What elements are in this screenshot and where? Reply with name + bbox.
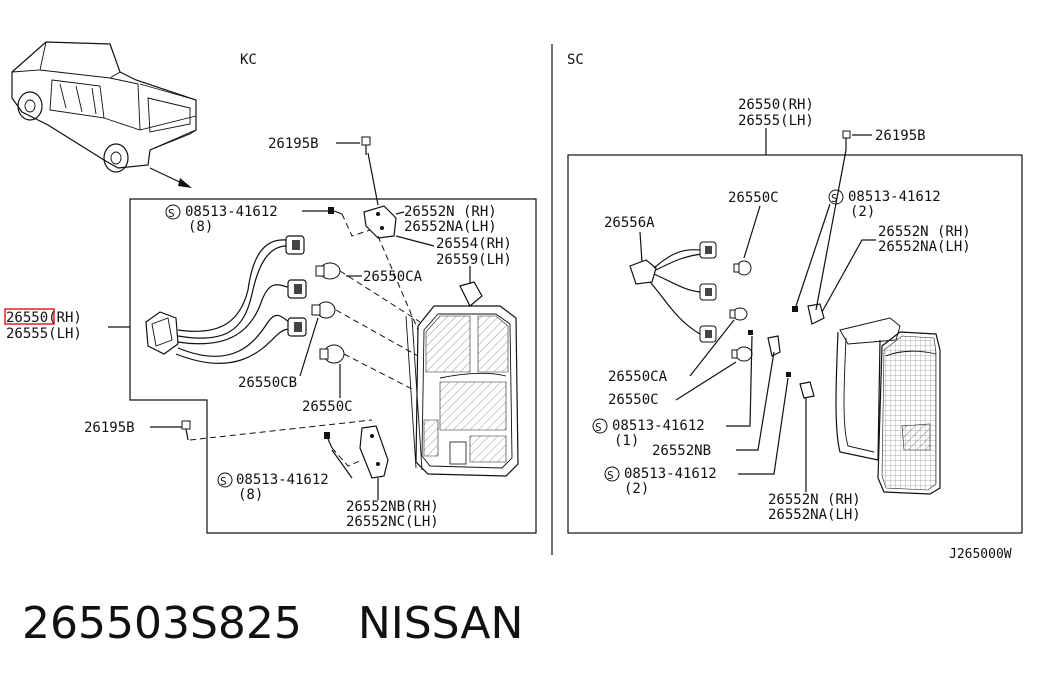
part-number: 265503S825 <box>22 598 302 649</box>
sc-bolt-low-label: 08513-41612 <box>624 466 717 482</box>
svg-text:S: S <box>168 207 175 220</box>
bulb-icon <box>311 301 336 319</box>
bulb-icon <box>733 260 752 276</box>
kc-bracket-bottom-lh: 26552NC(LH) <box>346 514 439 530</box>
screw-icon <box>842 130 851 150</box>
sc-bulb-c-label: 26550C <box>608 392 659 408</box>
bolt-icon <box>748 330 753 335</box>
section-label-sc: SC <box>567 52 584 68</box>
sc-bolt-mid-label: 08513-41612 <box>612 418 705 434</box>
socket-icon <box>287 317 307 337</box>
kc-harness <box>145 239 297 364</box>
kc-assembly-label: 26550(RH) 26555(LH) <box>4 308 130 342</box>
socket-icon <box>285 235 305 255</box>
sc-bracket-nb <box>767 335 781 357</box>
kc-bracket-top-rh: 26552N (RH) <box>404 204 497 220</box>
bulb-icon <box>319 344 345 364</box>
sc-tail-lamp <box>835 317 941 495</box>
kc-bolt-top-qty: (8) <box>188 219 213 235</box>
kc-tail-lamp <box>405 281 519 477</box>
bulb-icon <box>315 262 341 280</box>
bolt-icon <box>792 306 798 312</box>
kc-lens-lh: 26559(LH) <box>436 252 512 268</box>
sc-frame <box>567 154 1023 534</box>
sc-bracket-lh: 26552NA(LH) <box>878 239 971 255</box>
sc-bulb-c-top-label: 26550C <box>728 190 779 206</box>
bolt-icon <box>324 432 333 449</box>
sc-bolt-low-callout: S 08513-41612 (2) <box>604 377 789 497</box>
bolt-icon <box>786 372 791 377</box>
highlight-box <box>4 308 55 325</box>
kc-bolt-top-label: 08513-41612 <box>185 204 278 220</box>
kc-bolt-bottom-label: 08513-41612 <box>236 472 329 488</box>
sc-bolt-top-callout: S 08513-41612 (2) <box>795 189 941 307</box>
kc-bolt-bottom-callout: S 08513-41612 (8) <box>217 449 353 503</box>
kc-bracket-top <box>363 205 397 239</box>
kc-screw-top-label: 26195B <box>268 136 319 152</box>
diagram-code: J265000W <box>949 547 1012 562</box>
sc-bolt-mid-qty: (1) <box>614 433 639 449</box>
svg-text:S: S <box>607 469 614 482</box>
kc-screw-left-label: 26195B <box>84 420 135 436</box>
kc-assy-rh-suffix: 0(RH) <box>40 310 82 326</box>
socket-icon <box>699 283 717 301</box>
kc-bulb-ca-label: 26550CA <box>363 269 423 285</box>
brand-name: NISSAN <box>357 598 524 649</box>
kc-assy-rh-prefix: 2655 <box>6 310 40 326</box>
kc-lens-rh: 26554(RH) <box>436 236 512 252</box>
socket-icon <box>699 325 717 343</box>
kc-assy-lh: 26555(LH) <box>6 326 82 342</box>
section-label-kc: KC <box>240 52 257 68</box>
bolt-icon <box>328 207 343 215</box>
sc-bracket-top <box>807 303 825 325</box>
sc-bolt-top-label: 08513-41612 <box>848 189 941 205</box>
sc-assy-rh: 26550(RH) <box>738 97 814 113</box>
kc-bracket-bottom-rh: 26552NB(RH) <box>346 499 439 515</box>
sc-bracket-bottom-rh: 26552N (RH) <box>768 492 861 508</box>
sc-harness-label: 26556A <box>604 215 655 231</box>
socket-icon <box>699 241 717 259</box>
kc-bolt-top-callout: S 08513-41612 (8) <box>165 204 328 235</box>
svg-text:S: S <box>831 192 838 205</box>
screw-icon <box>181 420 191 441</box>
sc-bracket-bottom-lh: 26552NA(LH) <box>768 507 861 523</box>
kc-bolt-bottom-qty: (8) <box>238 487 263 503</box>
sc-bolt-mid-callout: S 08513-41612 (1) <box>592 335 753 449</box>
bulb-icon <box>729 307 748 321</box>
svg-text:S: S <box>595 421 602 434</box>
sc-bracket-nb-label: 26552NB <box>652 443 711 459</box>
sc-bolt-top-qty: (2) <box>850 204 875 220</box>
sc-bulb-ca-label: 26550CA <box>608 369 668 385</box>
kc-bracket-top-lh: 26552NA(LH) <box>404 219 497 235</box>
truck-illustration <box>11 41 197 188</box>
sc-harness <box>629 249 703 335</box>
kc-bulb-c-label: 26550C <box>302 399 353 415</box>
screw-icon <box>361 136 371 155</box>
kc-frame <box>129 198 537 534</box>
sc-screw-label: 26195B <box>875 128 926 144</box>
sc-bolt-low-qty: (2) <box>624 481 649 497</box>
sc-bracket-bottom <box>799 381 815 399</box>
kc-bracket-bottom <box>359 425 389 479</box>
sc-assy-lh: 26555(LH) <box>738 113 814 129</box>
svg-text:S: S <box>220 475 227 488</box>
sc-bracket-rh: 26552N (RH) <box>878 224 971 240</box>
footer-caption: 265503S825 NISSAN <box>22 598 523 649</box>
socket-icon <box>287 279 307 299</box>
kc-bulb-cb-label: 26550CB <box>238 375 297 391</box>
bulb-icon <box>731 346 753 362</box>
svg-text:26550(RH): 26550(RH) <box>6 310 82 326</box>
